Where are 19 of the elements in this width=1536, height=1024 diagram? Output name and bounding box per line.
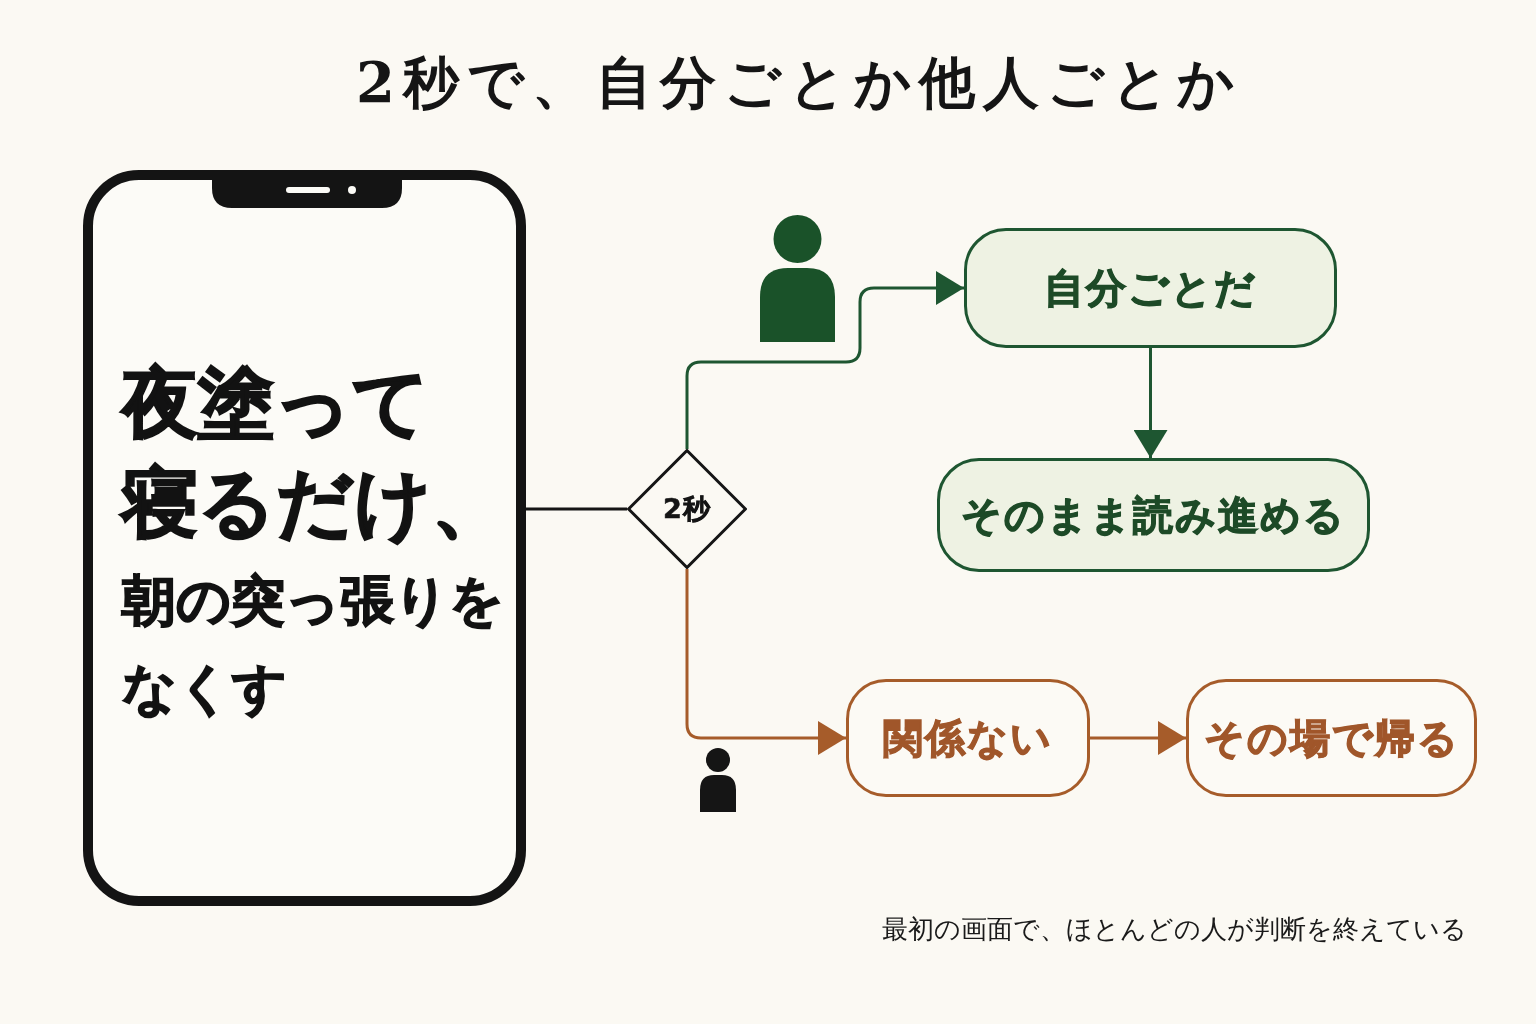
step-box (964, 228, 1337, 348)
step-box (1186, 679, 1477, 797)
step-label: その場で帰る (1203, 714, 1460, 763)
caption: 最初の画面で、ほとんどの人が判断を終えている (882, 913, 1467, 946)
decision-label: 2秒 (663, 491, 711, 526)
arrow (1090, 721, 1186, 755)
step-box (937, 458, 1370, 572)
step-box (846, 679, 1090, 797)
decision-diamond (627, 449, 747, 569)
step-label: そのまま読み進める (961, 491, 1346, 540)
phone-frame (83, 170, 526, 906)
arrow (685, 271, 964, 449)
step-label: 関係ない (883, 714, 1053, 763)
title: 2秒で、自分ごとか他人ごとか (356, 48, 1242, 116)
connector-line (526, 507, 627, 511)
arrow (1133, 348, 1168, 458)
subheadline-text: 朝の突っ張りをなくす (122, 568, 505, 722)
arrow (685, 569, 846, 755)
step-label: 自分ごとだ (1044, 264, 1257, 313)
